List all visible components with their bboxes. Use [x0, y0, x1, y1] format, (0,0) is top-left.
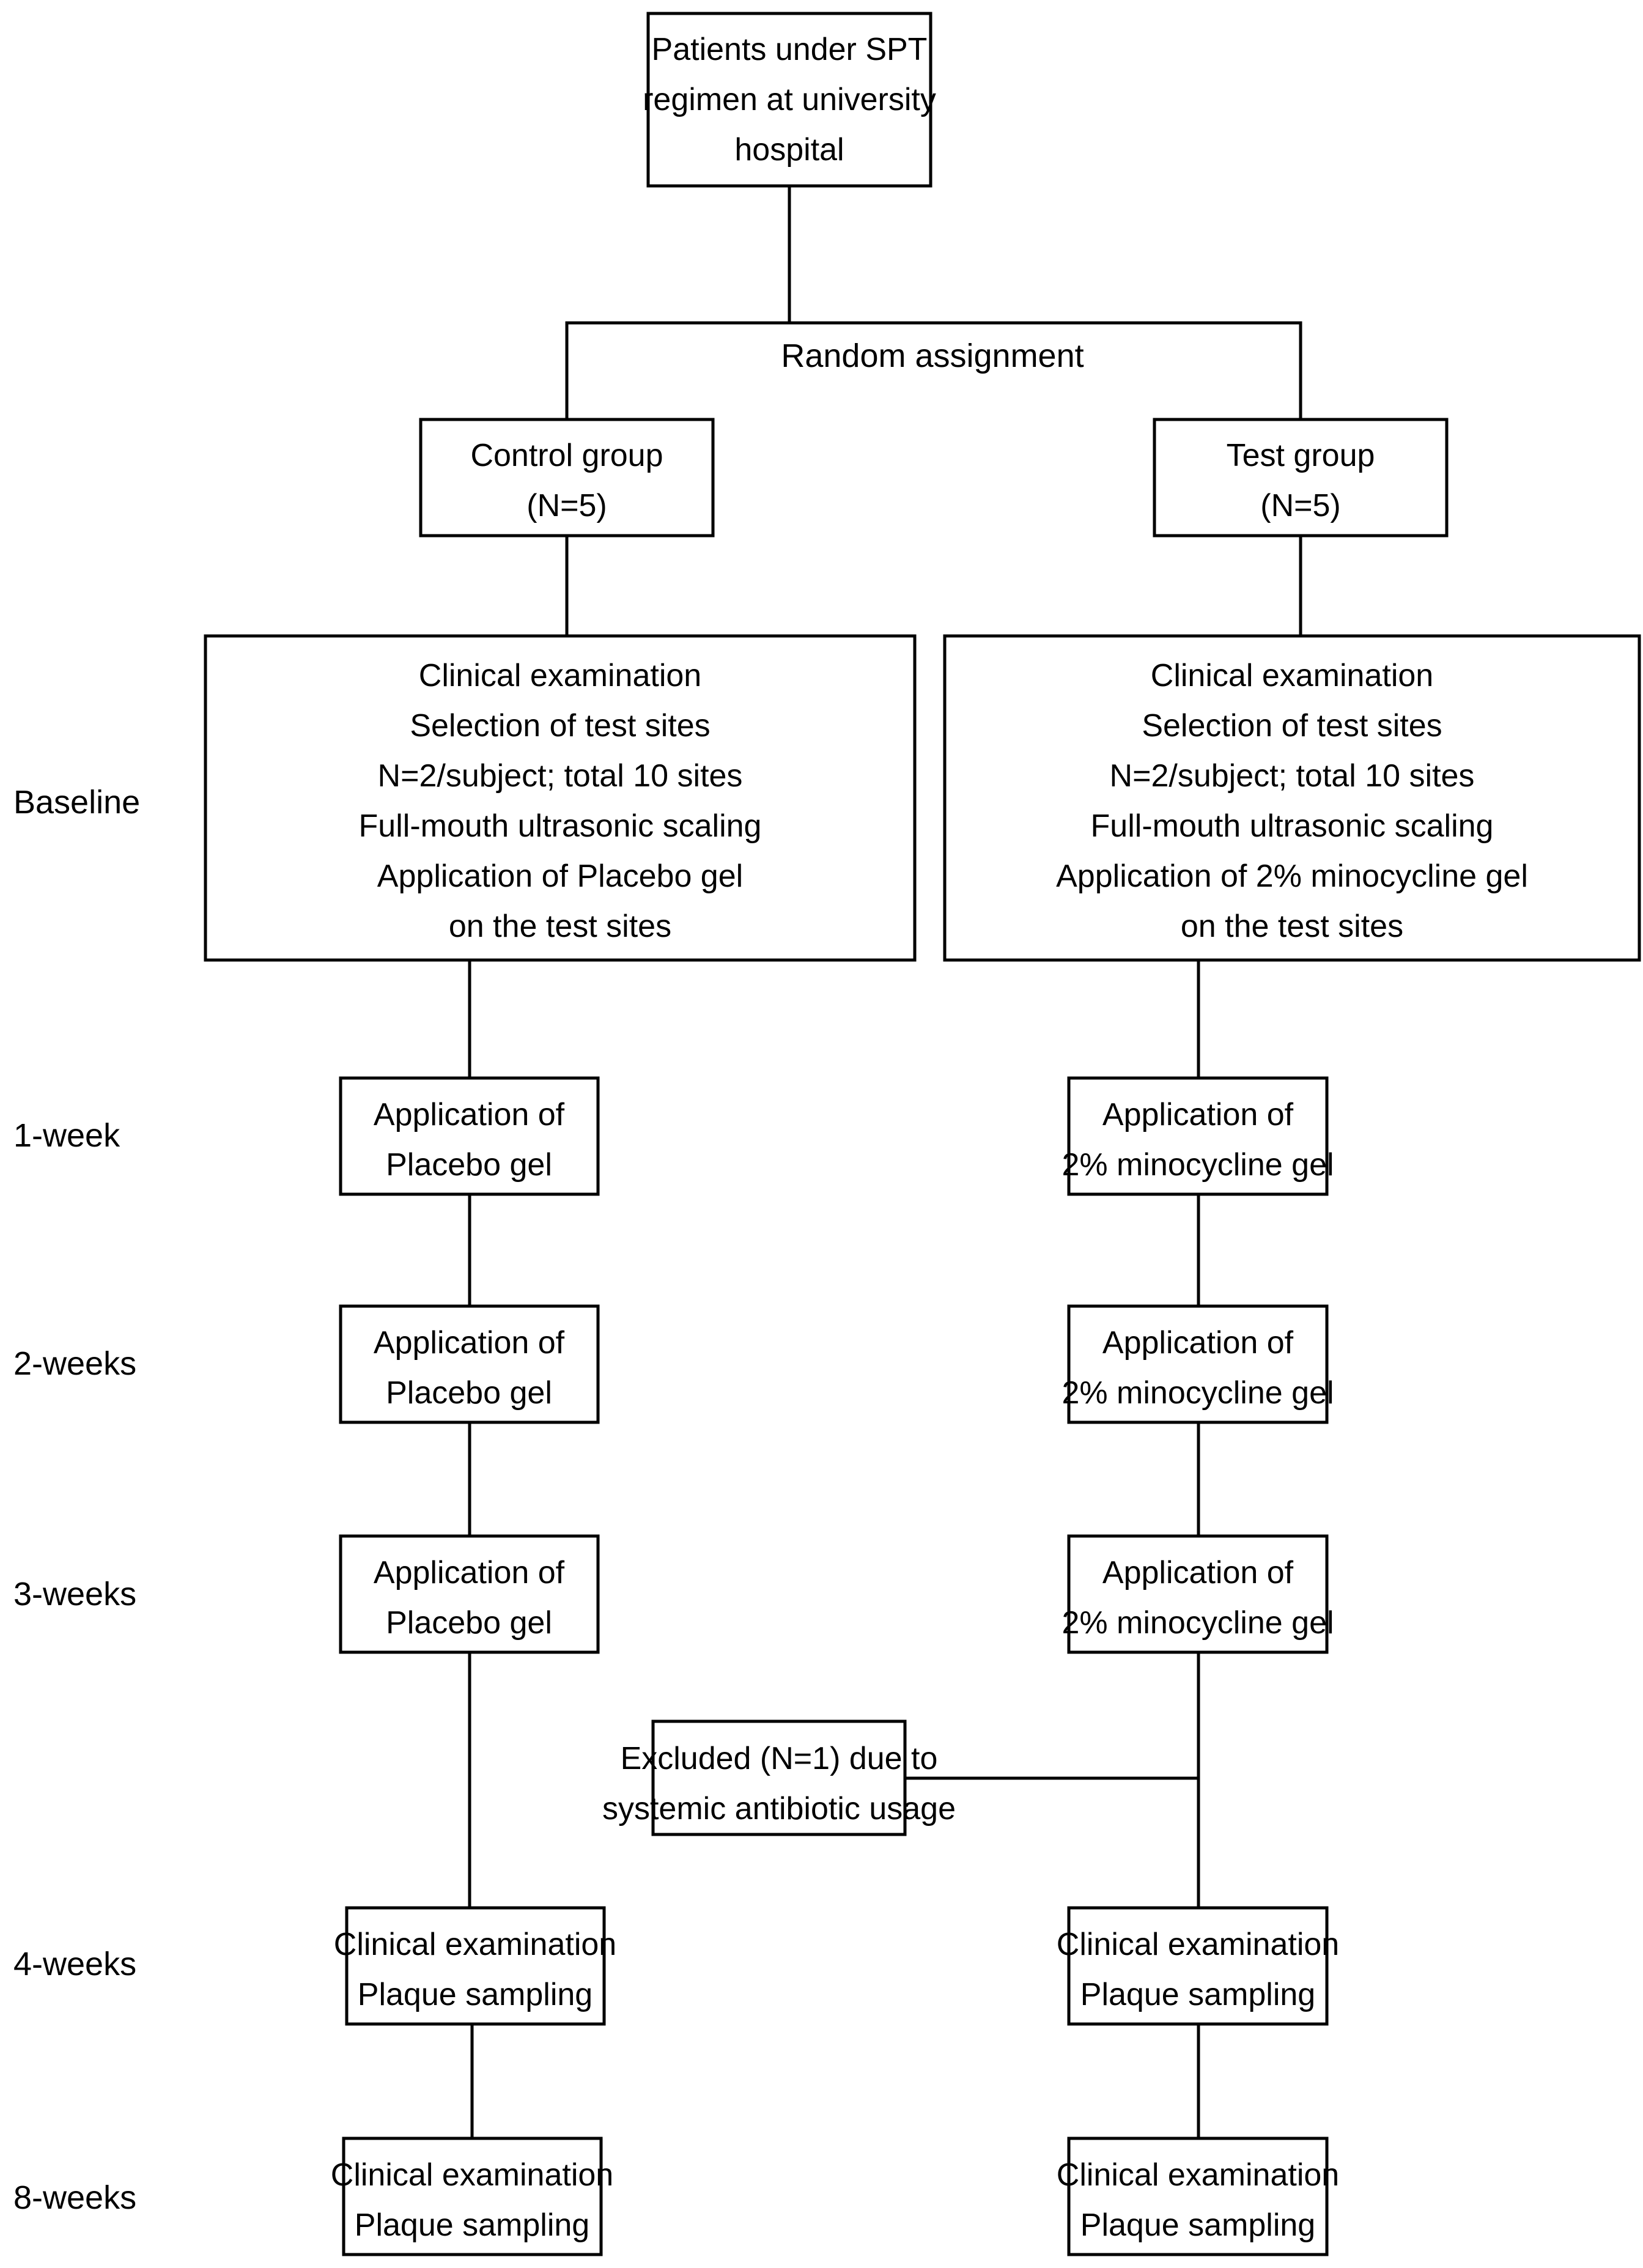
baseline-control-box: [204, 634, 917, 962]
week4-test-line-2: Plaque sampling: [1080, 1977, 1315, 2012]
baseline-test-box: [943, 634, 1641, 962]
week8-test-line-1: Clinical examination: [1057, 2157, 1339, 2193]
stage-label-4-weeks: 4-weeks: [13, 1946, 136, 1982]
stage-label-3-weeks: 3-weeks: [13, 1576, 136, 1612]
title-box: [646, 12, 932, 188]
week2-test-line-1: Application of: [1102, 1325, 1294, 1361]
stage-label-baseline: Baseline: [13, 784, 140, 821]
week4-test-line-1: Clinical examination: [1057, 1927, 1339, 1962]
test-group-line-2: (N=5): [1260, 488, 1340, 523]
week8-control-line-1: Clinical examination: [331, 2157, 613, 2193]
week4-test-box: [1067, 1906, 1329, 2026]
week3-test-line-1: Application of: [1102, 1555, 1294, 1590]
stage-label-1-week: 1-week: [13, 1117, 120, 1154]
week8-control-line-2: Plaque sampling: [355, 2207, 589, 2243]
baseline-test-line-4: Full-mouth ultrasonic scaling: [1091, 808, 1494, 844]
week4-control-line-2: Plaque sampling: [358, 1977, 593, 2012]
title-box-line-1: Patients under SPT: [652, 32, 928, 67]
week8-test-line-2: Plaque sampling: [1080, 2207, 1315, 2243]
week4-control-line-1: Clinical examination: [334, 1927, 616, 1962]
baseline-control-line-4: Full-mouth ultrasonic scaling: [359, 808, 762, 844]
baseline-control-line-2: Selection of test sites: [410, 708, 710, 744]
random-assignment-label: Random assignment: [781, 338, 1084, 374]
week4-control-box: [345, 1906, 606, 2026]
control-group-line-1: Control group: [470, 438, 663, 473]
title-box-line-2: regimen at university: [643, 82, 936, 117]
week1-test-line-2: 2% minocycline gel: [1061, 1147, 1334, 1183]
week2-control-line-2: Placebo gel: [386, 1375, 552, 1411]
baseline-control-line-5: Application of Placebo gel: [377, 859, 743, 894]
test-group-line-1: Test group: [1227, 438, 1375, 473]
test-group-box: [1153, 418, 1449, 537]
excluded-line-2: systemic antibiotic usage: [602, 1791, 956, 1827]
baseline-control-line-3: N=2/subject; total 10 sites: [378, 758, 743, 794]
week3-control-box: [339, 1534, 600, 1654]
week1-test-box: [1067, 1076, 1329, 1196]
baseline-control-line-1: Clinical examination: [419, 658, 701, 693]
week8-control-box: [342, 2137, 603, 2256]
excluded-line-1: Excluded (N=1) due to: [621, 1741, 938, 1776]
baseline-test-line-6: on the test sites: [1181, 909, 1403, 944]
stage-label-8-weeks: 8-weeks: [13, 2179, 136, 2216]
baseline-control-line-6: on the test sites: [449, 909, 671, 944]
week1-test-line-1: Application of: [1102, 1097, 1294, 1132]
week3-control-line-2: Placebo gel: [386, 1605, 552, 1641]
week2-control-line-1: Application of: [374, 1325, 565, 1361]
week3-test-box: [1067, 1534, 1329, 1654]
stage-label-2-weeks: 2-weeks: [13, 1345, 136, 1382]
baseline-test-line-5: Application of 2% minocycline gel: [1056, 859, 1528, 894]
baseline-test-line-1: Clinical examination: [1151, 658, 1433, 693]
week1-control-line-2: Placebo gel: [386, 1147, 552, 1183]
baseline-test-line-2: Selection of test sites: [1142, 708, 1442, 744]
week3-test-line-2: 2% minocycline gel: [1061, 1605, 1334, 1641]
week2-test-box: [1067, 1304, 1329, 1424]
title-box-line-3: hospital: [734, 132, 844, 168]
baseline-test-line-3: N=2/subject; total 10 sites: [1110, 758, 1475, 794]
week1-control-box: [339, 1076, 600, 1196]
week1-control-line-1: Application of: [374, 1097, 565, 1132]
week2-test-line-2: 2% minocycline gel: [1061, 1375, 1334, 1411]
control-group-line-2: (N=5): [526, 488, 607, 523]
excluded-box: [651, 1719, 907, 1836]
week8-test-box: [1067, 2137, 1329, 2256]
week3-control-line-1: Application of: [374, 1555, 565, 1590]
